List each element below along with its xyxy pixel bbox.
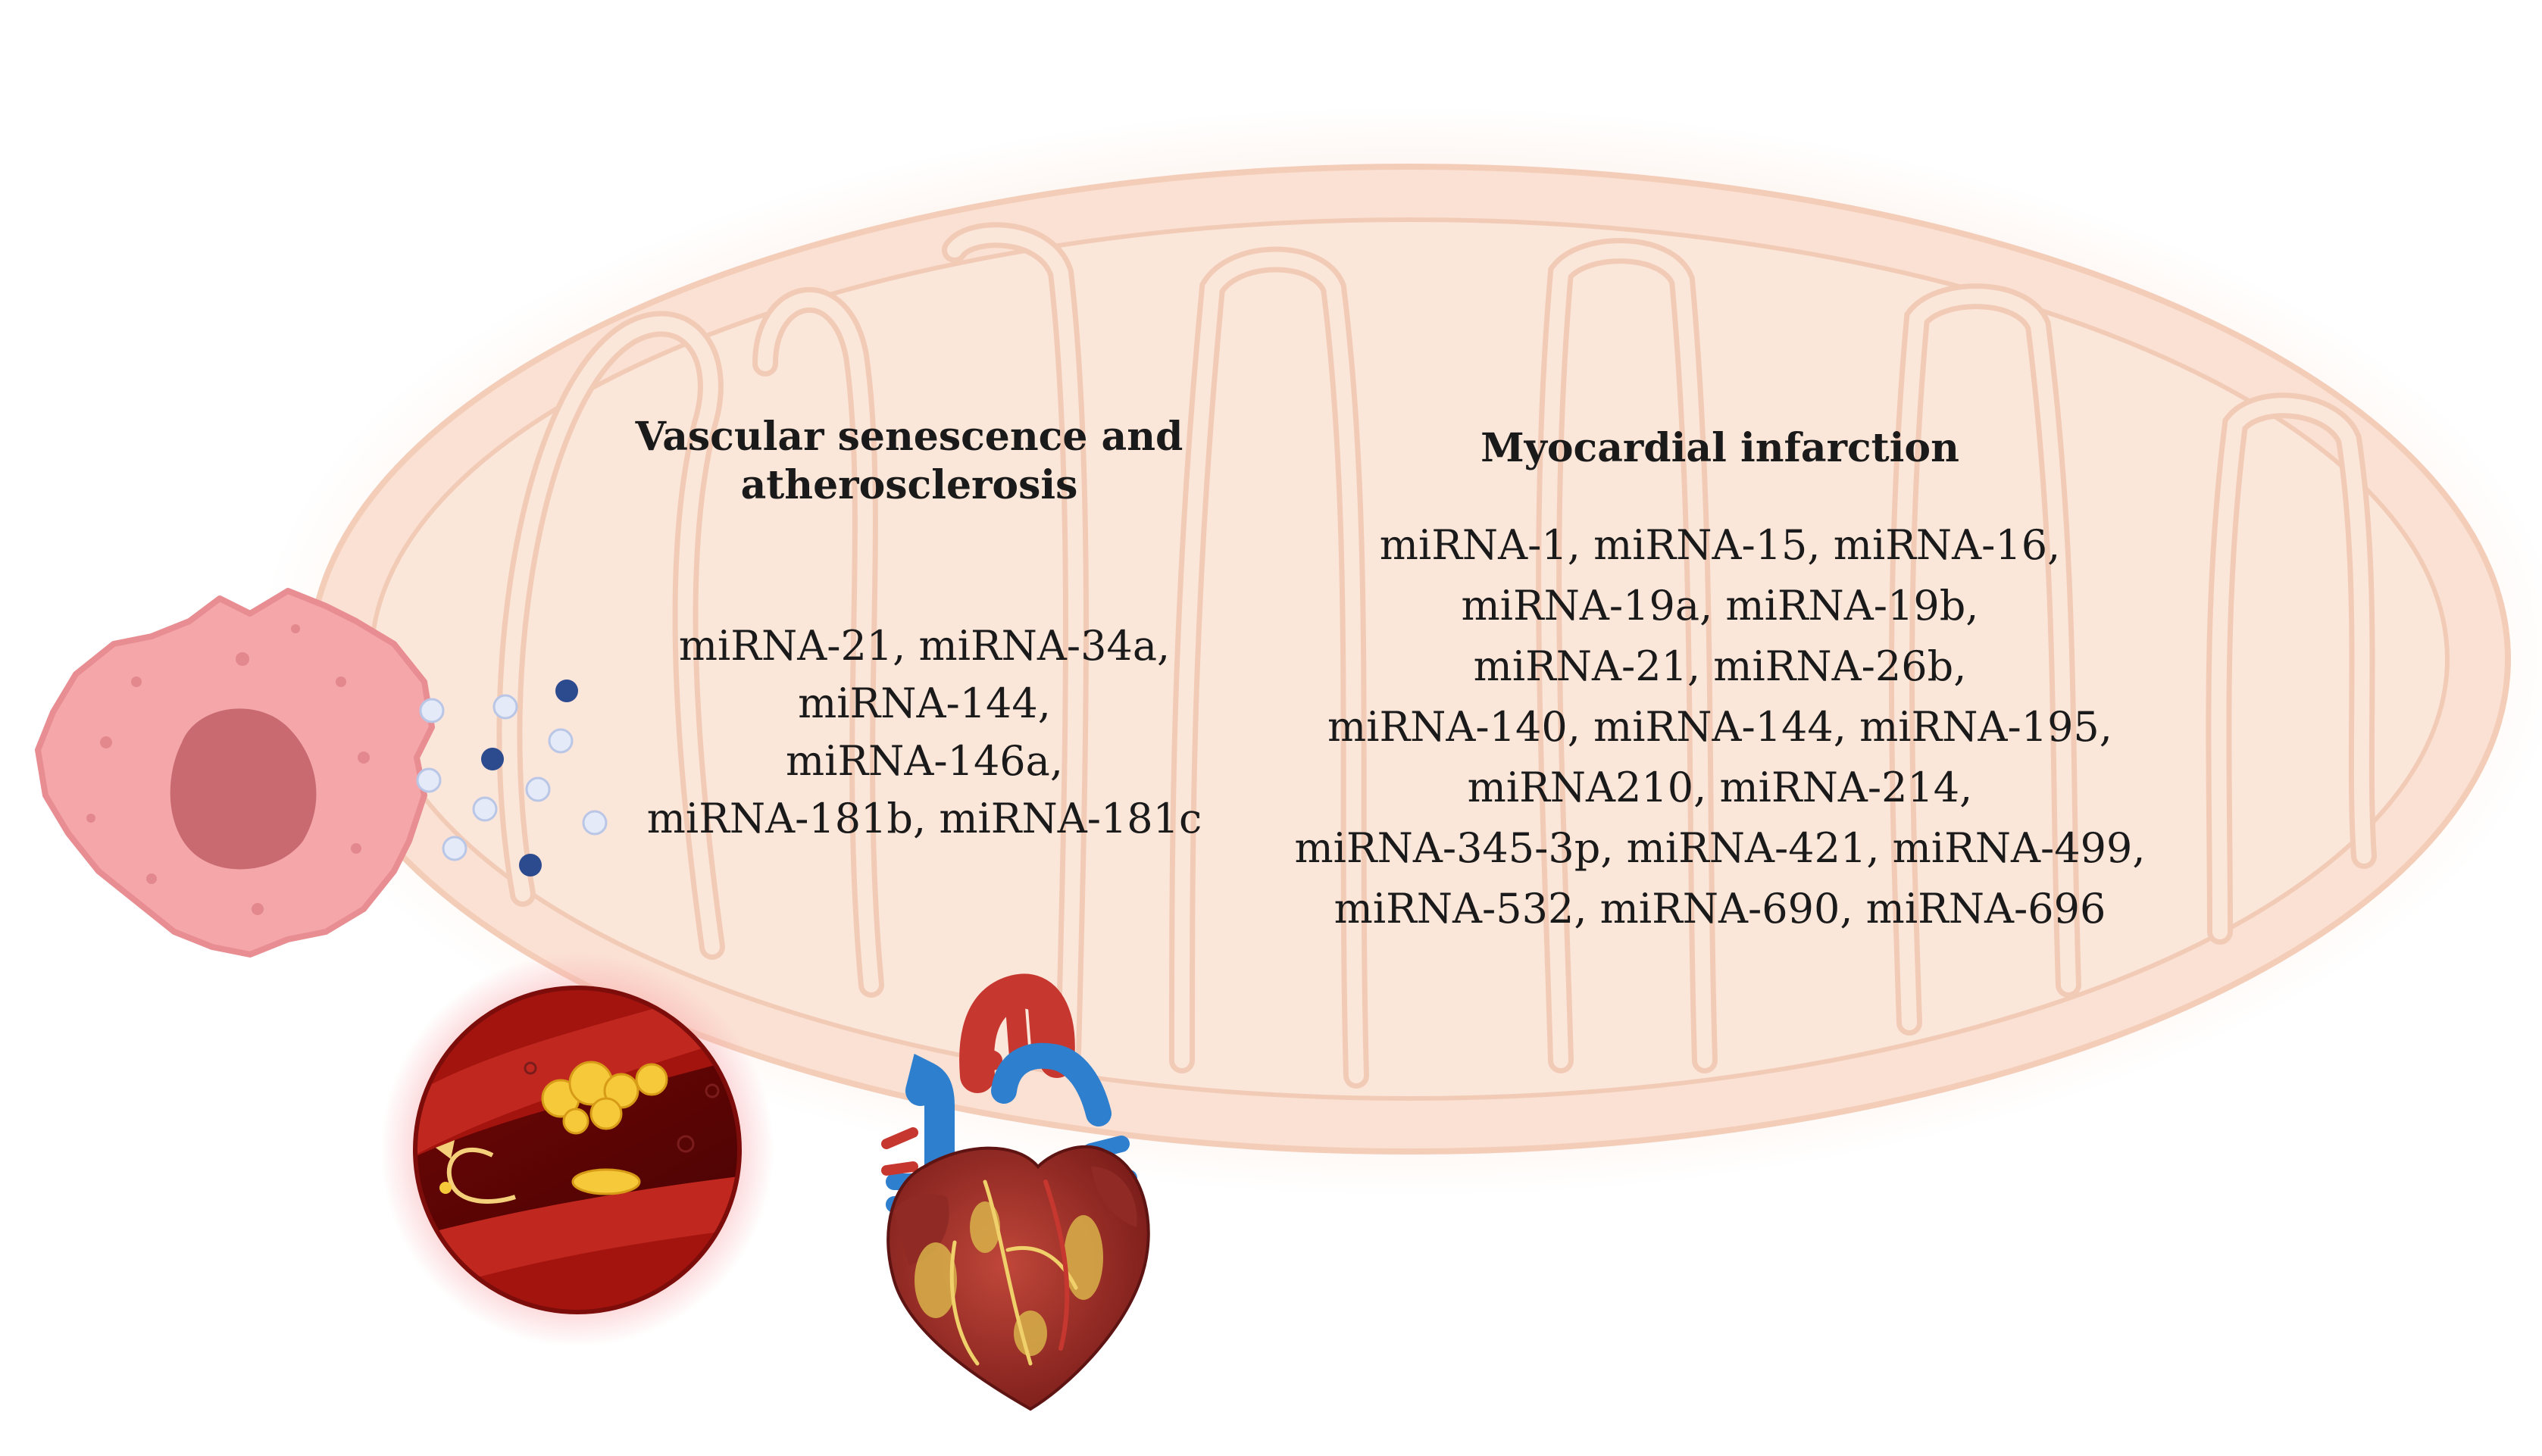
- left-mirna-list: miRNA-21, miRNA-34a, miRNA-144, miRNA-14…: [591, 617, 1258, 848]
- left-mirna-line: miRNA-146a,: [785, 737, 1064, 785]
- left-panel-heading: Vascular senescence and atherosclerosis: [591, 413, 1227, 510]
- left-mirna-line: miRNA-144,: [798, 680, 1051, 727]
- left-heading-line: atherosclerosis: [740, 462, 1078, 508]
- right-mirna-line: miRNA-19a, miRNA-19b,: [1461, 582, 1979, 630]
- right-mirna-line: miRNA-1, miRNA-15, miRNA-16,: [1379, 521, 2061, 569]
- right-panel-heading: Myocardial infarction: [1303, 424, 2137, 473]
- left-mirna-line: miRNA-181b, miRNA-181c: [646, 795, 1202, 842]
- right-mirna-line: miRNA210, miRNA-214,: [1467, 764, 1973, 811]
- exosome-vesicles-icon: [416, 680, 608, 876]
- right-mirna-line: miRNA-21, miRNA-26b,: [1473, 642, 1967, 690]
- heart-icon: [881, 973, 1150, 1411]
- left-heading-line: Vascular senescence and: [635, 414, 1183, 460]
- right-mirna-list: miRNA-1, miRNA-15, miRNA-16, miRNA-19a, …: [1288, 515, 2152, 939]
- right-heading-line: Myocardial infarction: [1480, 425, 1959, 471]
- right-mirna-line: miRNA-345-3p, miRNA-421, miRNA-499,: [1294, 824, 2146, 872]
- mitochondrion-icon: [258, 106, 2542, 1197]
- right-mirna-line: miRNA-532, miRNA-690, miRNA-696: [1334, 885, 2106, 933]
- right-mirna-line: miRNA-140, miRNA-144, miRNA-195,: [1327, 703, 2112, 751]
- senescent-cell-icon: [35, 588, 435, 958]
- left-mirna-line: miRNA-21, miRNA-34a,: [678, 622, 1171, 670]
- atherosclerotic-artery-icon: [380, 953, 774, 1347]
